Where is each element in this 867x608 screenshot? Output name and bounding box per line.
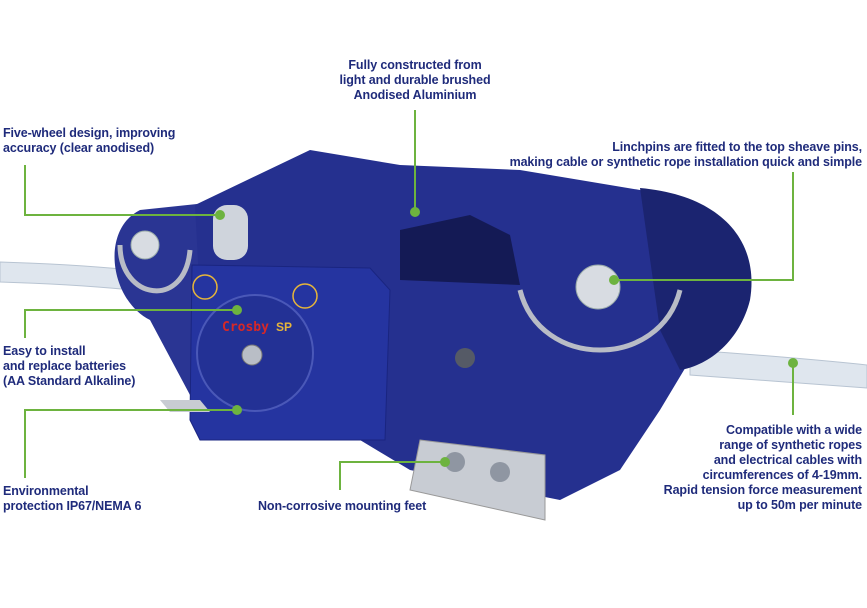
cover-screw (241, 344, 263, 366)
callout-linchpins: Linchpins are fitted to the top sheave p… (509, 140, 863, 170)
left-pin-cap (130, 230, 160, 260)
callout-line: and replace batteries (3, 359, 126, 373)
callout-line: Anodised Aluminium (353, 88, 477, 102)
sp-logo: SP (276, 320, 292, 334)
callout-line: and electrical cables with (713, 453, 862, 467)
left-guard (117, 244, 193, 294)
callout-wheels: Five-wheel design, improving accuracy (c… (3, 126, 175, 156)
foot-bolt (445, 452, 465, 472)
right-guard (517, 289, 683, 353)
callout-feet: Non-corrosive mounting feet (258, 499, 426, 514)
callout-line: up to 50m per minute (737, 498, 863, 512)
callout-line: range of synthetic ropes (719, 438, 862, 452)
leader-lines (24, 110, 794, 490)
window (400, 215, 520, 285)
callout-batteries: Easy to install and replace batteries (A… (3, 344, 135, 389)
callout-line: Linchpins are fitted to the top sheave p… (612, 140, 862, 154)
callout-material: Fully constructed from light and durable… (315, 58, 515, 103)
callout-line: making cable or synthetic rope installat… (509, 155, 863, 169)
callout-line: Non-corrosive mounting feet (258, 499, 427, 513)
callout-line: light and durable brushed (339, 73, 491, 87)
callout-line: (AA Standard Alkaline) (3, 374, 136, 388)
crosby-logo: Crosby (222, 320, 269, 335)
callout-line: Compatible with a wide (725, 423, 862, 437)
callout-line: Rapid tension force measurement (663, 483, 862, 497)
callout-line: circumferences of 4-19mm. (702, 468, 862, 482)
wireless-icon (192, 274, 218, 300)
callout-line: Fully constructed from (348, 58, 482, 72)
leader-dots (215, 207, 798, 467)
foot-bolt (490, 462, 510, 482)
callout-line: accuracy (clear anodised) (3, 141, 155, 155)
bolt (455, 348, 475, 368)
callout-compatibility: Compatible with a wide range of syntheti… (664, 423, 862, 513)
rope-right (689, 349, 867, 389)
callout-line: Easy to install (3, 344, 86, 358)
callout-line: Five-wheel design, improving (3, 126, 176, 140)
callout-line: protection IP67/NEMA 6 (3, 499, 142, 513)
callout-line: Environmental (3, 484, 89, 498)
linchpin-cap (575, 264, 621, 310)
wireless-icon (292, 283, 318, 309)
callout-protection: Environmental protection IP67/NEMA 6 (3, 484, 141, 514)
